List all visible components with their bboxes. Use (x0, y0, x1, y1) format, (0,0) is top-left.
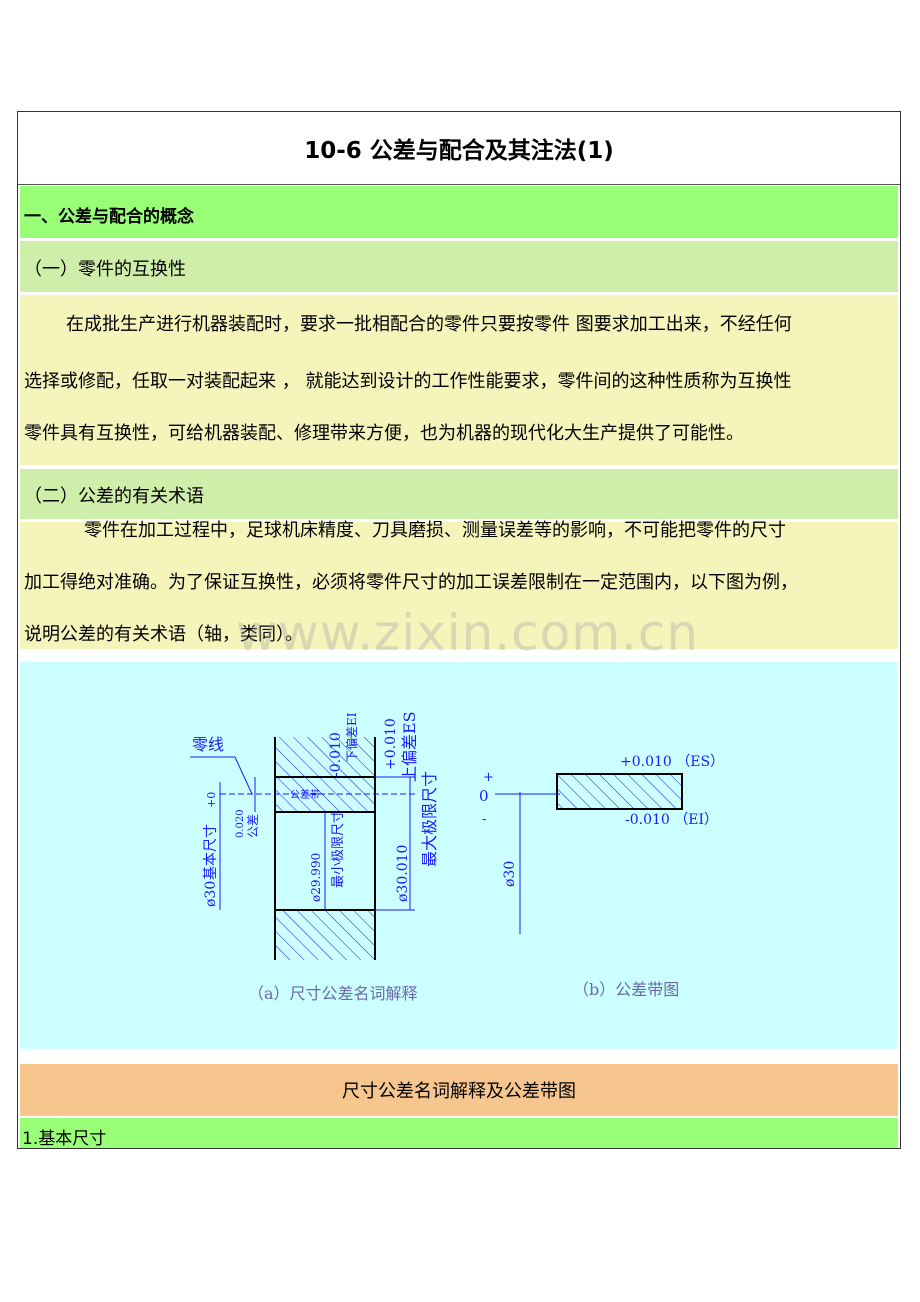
paragraph-tolerance: 零件在加工过程中，足球机床精度、刀具磨损、测量误差等的影响，不可能把零件的尺寸 … (20, 520, 898, 649)
tolerance-label: 公差 (246, 814, 260, 838)
ei-label: 下偏差EI (344, 712, 359, 762)
paragraph-line: 加工得绝对准确。为了保证互换性，必须将零件尺寸的加工误差限制在一定范围内，以下图… (24, 572, 798, 593)
watermark: www.zixin.com.cn (236, 604, 700, 662)
hatch-bottom (275, 910, 375, 960)
upper-deviation: +0.010 （ES） (620, 754, 724, 770)
basic-size-label: 基本尺寸 (202, 824, 219, 880)
section-heading: 一、公差与配合的概念 (20, 186, 898, 238)
max-size-label: 最大极限尺寸 (420, 771, 439, 867)
tolerance-band-label: 公差带 (290, 788, 320, 801)
lower-deviation: -0.010 （EI） (625, 812, 718, 828)
ei-value: -0.010 (328, 732, 344, 777)
min-size-value: ø29.990 (309, 853, 323, 902)
subheading-tolerance-terms: （二）公差的有关术语 (20, 469, 898, 519)
subheading-interchangeability: （一）零件的互换性 (20, 241, 898, 292)
min-size-label: 最小极限尺寸 (331, 810, 346, 888)
plus-zero-label: +0 (205, 792, 218, 808)
figure-caption: 尺寸公差名词解释及公差带图 (20, 1064, 898, 1116)
paragraph-line: 在成批生产进行机器装配时，要求一批相配合的零件只要按零件 图要求加工出来，不经任… (66, 314, 792, 335)
zero-line-leader (234, 756, 253, 795)
es-label: 上偏差ES (400, 711, 419, 782)
basic-size-value: ø30 (203, 881, 219, 907)
caption-a: （a）尺寸公差名词解释 (248, 984, 418, 1003)
tolerance-figure: 零线 公差带 -0.010 下偏差EI +0.010 上偏差ES ø30.010… (20, 662, 898, 1049)
caption-b: （b）公差带图 (573, 980, 679, 999)
document-frame: 10-6 公差与配合及其注法(1) 一、公差与配合的概念 （一）零件的互换性 在… (17, 111, 901, 1149)
zero-label: 0 (479, 787, 489, 805)
paragraph-line: 零件在加工过程中，足球机床精度、刀具磨损、测量误差等的影响，不可能把零件的尺寸 (84, 520, 786, 541)
es-value: +0.010 (383, 718, 399, 770)
hatch-top (275, 737, 375, 777)
paragraph-line: 说明公差的有关术语（轴，类同）。 (24, 624, 303, 645)
page-title: 10-6 公差与配合及其注法(1) (18, 112, 900, 185)
paragraph-interchangeability: 在成批生产进行机器装配时，要求一批相配合的零件只要按零件 图要求加工出来，不经任… (20, 295, 898, 465)
figure-a: 零线 公差带 -0.010 下偏差EI +0.010 上偏差ES ø30.010… (190, 711, 439, 1003)
dim-label-b: ø30 (502, 861, 518, 887)
item-basic-size: 1.基本尺寸 (20, 1118, 898, 1149)
plus-sign: + (483, 770, 494, 785)
max-size-value: ø30.010 (395, 845, 411, 902)
paragraph-line: 选择或修配，任取一对装配起来 ， 就能达到设计的工作性能要求，零件间的这种性质称… (24, 371, 792, 392)
tolerance-value: 0.020 (235, 809, 246, 838)
zero-line-label: 零线 (192, 735, 224, 754)
paragraph-line: 零件具有互换性，可给机器装配、修理带来方便，也为机器的现代化大生产提供了可能性。 (24, 423, 744, 444)
minus-sign: - (482, 812, 486, 827)
tolerance-diagram: 零线 公差带 -0.010 下偏差EI +0.010 上偏差ES ø30.010… (190, 711, 724, 1003)
figure-b: + 0 - +0.010 （ES） -0.010 （EI） ø30 （b）公差带… (479, 754, 724, 999)
tolerance-band (556, 773, 683, 810)
